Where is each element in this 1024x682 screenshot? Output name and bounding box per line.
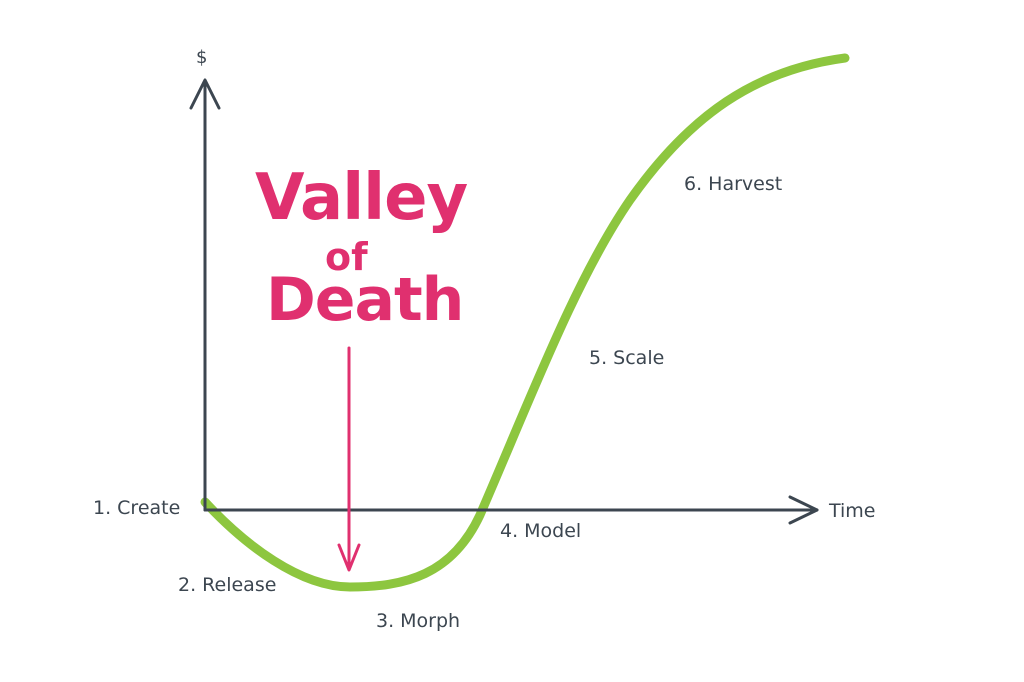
x-axis-label: Time	[829, 500, 876, 522]
stage-label-release: 2. Release	[178, 574, 277, 596]
stage-label-model: 4. Model	[500, 520, 582, 542]
y-axis-arrowhead	[189, 78, 221, 110]
y-axis-label: $	[196, 47, 208, 68]
stage-label-morph: 3. Morph	[376, 610, 461, 632]
annotation-valley: Valley	[255, 161, 468, 235]
growth-curve	[200, 53, 850, 592]
annotation-arrowhead	[337, 543, 361, 572]
stage-label-harvest: 6. Harvest	[684, 173, 783, 195]
stage-label-create: 1. Create	[93, 497, 181, 519]
annotation-death: Death	[266, 265, 464, 335]
x-axis-arrowhead	[788, 495, 819, 525]
annotation-of: of	[325, 235, 368, 279]
stage-label-scale: 5. Scale	[589, 347, 665, 369]
